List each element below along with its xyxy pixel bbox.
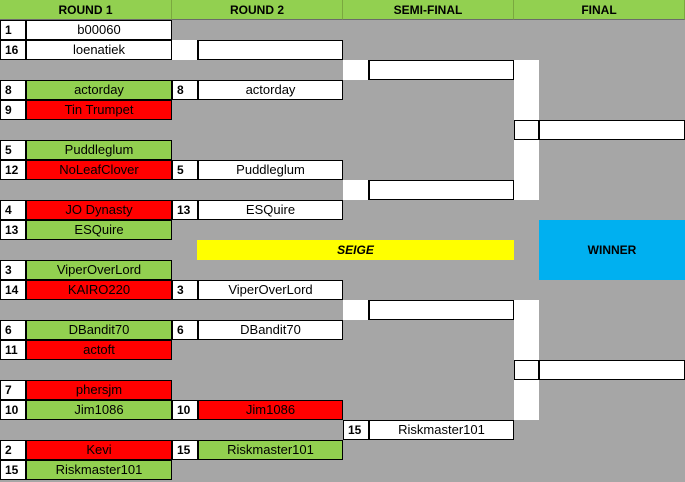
round2-entry-name[interactable]: Jim1086	[198, 400, 343, 420]
connector	[343, 60, 368, 80]
final-slot-2[interactable]	[514, 360, 539, 380]
round1-entry-seed: 2	[0, 440, 26, 460]
connector	[514, 300, 539, 360]
round2-entry-seed: 13	[172, 200, 198, 220]
round1-entry-seed: 16	[0, 40, 26, 60]
round2-entry-name[interactable]: Riskmaster101	[198, 440, 343, 460]
header-round-1: ROUND 1	[0, 0, 172, 20]
round2-entry-seed: 8	[172, 80, 198, 100]
round1-entry-seed: 13	[0, 220, 26, 240]
round1-entry-name[interactable]: ViperOverLord	[26, 260, 172, 280]
semifinal-entry-name[interactable]	[369, 60, 514, 80]
header-semi-final: SEMI-FINAL	[343, 0, 514, 20]
round1-entry-name[interactable]: Tin Trumpet	[26, 100, 172, 120]
round1-entry-name[interactable]: Riskmaster101	[26, 460, 172, 480]
round1-entry-seed: 1	[0, 20, 26, 40]
connector	[343, 180, 368, 200]
connector	[514, 140, 539, 200]
round1-entry-seed: 9	[0, 100, 26, 120]
round2-entry-seed: 5	[172, 160, 198, 180]
round1-entry-seed: 7	[0, 380, 26, 400]
round2-entry-name[interactable]: Puddleglum	[198, 160, 343, 180]
round1-entry-name[interactable]: phersjm	[26, 380, 172, 400]
header-round-2: ROUND 2	[172, 0, 343, 20]
connector	[514, 60, 539, 120]
connector	[514, 380, 539, 420]
round1-entry-name[interactable]: DBandit70	[26, 320, 172, 340]
semifinal-entry-name[interactable]	[369, 180, 514, 200]
round2-entry-name[interactable]	[198, 40, 343, 60]
header-final: FINAL	[514, 0, 685, 20]
round1-entry-name[interactable]: Jim1086	[26, 400, 172, 420]
round1-entry-name[interactable]: actorday	[26, 80, 172, 100]
seige-banner: SEIGE	[197, 240, 514, 260]
round1-entry-name[interactable]: KAIRO220	[26, 280, 172, 300]
round1-entry-name[interactable]: JO Dynasty	[26, 200, 172, 220]
round2-entry-seed: 10	[172, 400, 198, 420]
round1-entry-seed: 15	[0, 460, 26, 480]
final-slot-1-name[interactable]	[539, 120, 685, 140]
round2-entry-seed: 6	[172, 320, 198, 340]
round1-entry-name[interactable]: loenatiek	[26, 40, 172, 60]
connector	[172, 40, 197, 60]
round1-entry-seed: 8	[0, 80, 26, 100]
round1-entry-seed: 5	[0, 140, 26, 160]
round1-entry-name[interactable]: NoLeafClover	[26, 160, 172, 180]
round1-entry-name[interactable]: ESQuire	[26, 220, 172, 240]
round2-entry-name[interactable]: ESQuire	[198, 200, 343, 220]
round1-entry-seed: 4	[0, 200, 26, 220]
round1-entry-seed: 10	[0, 400, 26, 420]
round1-entry-seed: 12	[0, 160, 26, 180]
semifinal-entry-name[interactable]: Riskmaster101	[369, 420, 514, 440]
round1-entry-name[interactable]: actoft	[26, 340, 172, 360]
semifinal-entry-seed: 15	[343, 420, 369, 440]
round2-entry-seed: 15	[172, 440, 198, 460]
round2-entry-name[interactable]: actorday	[198, 80, 343, 100]
round1-entry-seed: 14	[0, 280, 26, 300]
winner-box: WINNER	[539, 220, 685, 280]
round2-entry-seed: 3	[172, 280, 198, 300]
round2-entry-name[interactable]: DBandit70	[198, 320, 343, 340]
connector	[343, 300, 368, 320]
round1-entry-seed: 6	[0, 320, 26, 340]
round1-entry-seed: 3	[0, 260, 26, 280]
round1-entry-name[interactable]: Puddleglum	[26, 140, 172, 160]
final-slot-1[interactable]	[514, 120, 539, 140]
final-slot-2-name[interactable]	[539, 360, 685, 380]
semifinal-entry-name[interactable]	[369, 300, 514, 320]
round1-entry-seed: 11	[0, 340, 26, 360]
round2-entry-name[interactable]: ViperOverLord	[198, 280, 343, 300]
round1-entry-name[interactable]: b00060	[26, 20, 172, 40]
round1-entry-name[interactable]: Kevi	[26, 440, 172, 460]
